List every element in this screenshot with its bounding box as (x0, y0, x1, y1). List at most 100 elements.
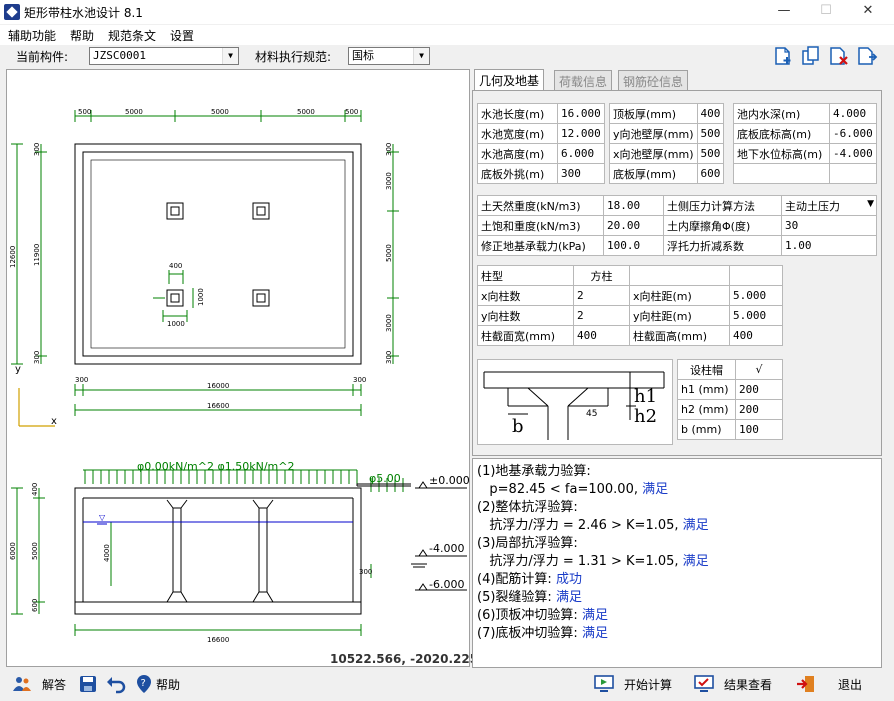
plan-dim-bottom-0: 300 (75, 376, 88, 384)
menu-settings[interactable]: 设置 (170, 29, 195, 43)
buoyancy-factor-label: 浮托力折减系数 (663, 235, 782, 256)
bearing-capacity-input[interactable]: 100.0 (603, 235, 664, 256)
cap-b-label: b (512, 416, 524, 437)
tab-rebar[interactable]: 钢筋砼信息 (618, 70, 689, 90)
pool-height-input[interactable]: 6.000 (557, 143, 605, 164)
plan-dim-right-1: 3000 (385, 172, 393, 190)
top-slab-input[interactable]: 400 (696, 103, 725, 124)
plan-dim-bottom-1: 16000 (207, 382, 229, 390)
x-col-count-input[interactable]: 2 (573, 285, 630, 306)
cap-enable-checkbox[interactable]: √ (735, 359, 783, 380)
result-text: (5)裂缝验算: (477, 590, 556, 605)
result-status: 满足 (581, 608, 608, 623)
column-type-value[interactable]: 方柱 (573, 265, 630, 286)
col-height-label: 柱截面高(mm) (629, 325, 730, 346)
title-bar: 矩形带柱水池设计 8.1 — ☐ ✕ (0, 0, 894, 24)
standard-select[interactable]: 国标 ▼ (348, 47, 430, 65)
pool-drawing: 500 5000 5000 5000 500 300 16000 300 166… (9, 108, 469, 644)
import-icon[interactable] (856, 46, 878, 66)
plan-dim-right-0: 300 (385, 143, 393, 156)
plan-dim-right-3: 3000 (385, 314, 393, 332)
check-screen-icon[interactable] (694, 674, 714, 694)
menu-help[interactable]: 帮助 (70, 29, 95, 43)
menu-bar: 辅助功能 帮助 规范条文 设置 (0, 25, 894, 45)
col-height-input[interactable]: 400 (729, 325, 783, 346)
plan-col-cap-v: 1000 (197, 288, 205, 306)
result-row: (6)顶板冲切验算: 满足 (477, 607, 877, 625)
elev-bottom: -6.000 (429, 578, 464, 591)
buoyancy-factor-input[interactable]: 1.00 (781, 235, 877, 256)
earth-pressure-select[interactable]: 主动土压力▼ (781, 195, 877, 216)
sec-dim-300: 300 (359, 568, 372, 576)
results-panel: (1)地基承载力验算: p=82.45 < fa=100.00, 满足 (2)整… (472, 458, 882, 668)
menu-code[interactable]: 规范条文 (108, 29, 157, 43)
pool-length-input[interactable]: 16.000 (557, 103, 605, 124)
result-status: 成功 (555, 572, 582, 587)
tab-geometry[interactable]: 几何及地基 (474, 69, 545, 91)
x-col-spacing-input[interactable]: 5.000 (729, 285, 783, 306)
water-depth-label: 池内水深(m) (733, 103, 830, 124)
plan-dim-top-1: 5000 (125, 108, 143, 116)
view-results-button[interactable]: 结果查看 (724, 678, 773, 692)
water-empty-cell (733, 163, 830, 184)
y-col-spacing-input[interactable]: 5.000 (729, 305, 783, 326)
exit-icon[interactable] (796, 674, 816, 694)
soil-sat-weight-input[interactable]: 20.00 (603, 215, 664, 236)
result-text: (1)地基承载力验算: (477, 464, 591, 479)
slab-overhang-label: 底板外挑(m) (477, 163, 558, 184)
menu-aux[interactable]: 辅助功能 (8, 29, 57, 43)
bottom-slab-label: 底板厚(mm) (609, 163, 698, 184)
cap-h2-input[interactable]: 200 (735, 399, 783, 420)
column-cap-figure: h1 h2 b 45 (477, 359, 673, 445)
soil-unit-weight-input[interactable]: 18.00 (603, 195, 664, 216)
cap-h1-input[interactable]: 200 (735, 379, 783, 400)
bottom-elev-input[interactable]: -6.000 (829, 123, 877, 144)
monitor-icon[interactable] (594, 674, 614, 694)
help-icon[interactable]: ? (134, 674, 154, 694)
groundwater-input[interactable]: -4.000 (829, 143, 877, 164)
x-wall-label: x向池壁厚(mm) (609, 143, 698, 164)
tab-load[interactable]: 荷载信息 (554, 70, 613, 90)
water-depth-input[interactable]: 4.000 (829, 103, 877, 124)
plan-dim-top-4: 500 (345, 108, 358, 116)
new-file-icon[interactable] (772, 46, 794, 66)
delete-file-icon[interactable] (828, 46, 850, 66)
pool-length-label: 水池长度(m) (477, 103, 558, 124)
help-button[interactable]: 帮助 (156, 678, 181, 692)
pool-width-input[interactable]: 12.000 (557, 123, 605, 144)
drawing-canvas[interactable]: 500 5000 5000 5000 500 300 16000 300 166… (6, 69, 470, 667)
pool-height-label: 水池高度(m) (477, 143, 558, 164)
x-col-count-label: x向柱数 (477, 285, 574, 306)
cap-b-input[interactable]: 100 (735, 419, 783, 440)
save-icon[interactable] (78, 674, 98, 694)
bearing-capacity-label: 修正地基承载力(kPa) (477, 235, 604, 256)
users-icon[interactable] (12, 674, 32, 694)
y-col-count-input[interactable]: 2 (573, 305, 630, 326)
y-wall-input[interactable]: 500 (696, 123, 725, 144)
col-width-input[interactable]: 400 (573, 325, 630, 346)
slab-overhang-input[interactable]: 300 (557, 163, 605, 184)
solve-button[interactable]: 解答 (42, 678, 67, 692)
minimize-button[interactable]: — (777, 3, 791, 18)
undo-icon[interactable] (106, 674, 126, 694)
cap-h1-label: h1 (634, 386, 657, 407)
start-calc-button[interactable]: 开始计算 (624, 678, 673, 692)
exit-button[interactable]: 退出 (838, 678, 863, 692)
water-table: 池内水深(m)4.000 底板底标高(m)-6.000 地下水位标高(m)-4.… (733, 103, 877, 184)
chevron-down-icon: ▼ (222, 48, 238, 64)
component-select[interactable]: JZSC0001 ▼ (89, 47, 239, 65)
elev-water: -4.000 (429, 542, 464, 555)
close-button[interactable]: ✕ (862, 3, 874, 18)
column-header-empty (629, 265, 730, 286)
component-value: JZSC0001 (93, 49, 146, 62)
maximize-button[interactable]: ☐ (820, 3, 832, 18)
cap-h2-label: h2 (634, 406, 657, 427)
friction-angle-input[interactable]: 30 (781, 215, 877, 236)
bottom-slab-input[interactable]: 600 (696, 163, 725, 184)
earth-pressure-label: 土侧压力计算方法 (663, 195, 782, 216)
cap-b-row-label: b (mm) (677, 419, 736, 440)
x-wall-input[interactable]: 500 (696, 143, 725, 164)
chevron-down-icon: ▼ (867, 199, 874, 209)
axis-y-label: y (15, 364, 21, 375)
copy-icon[interactable] (800, 46, 822, 66)
